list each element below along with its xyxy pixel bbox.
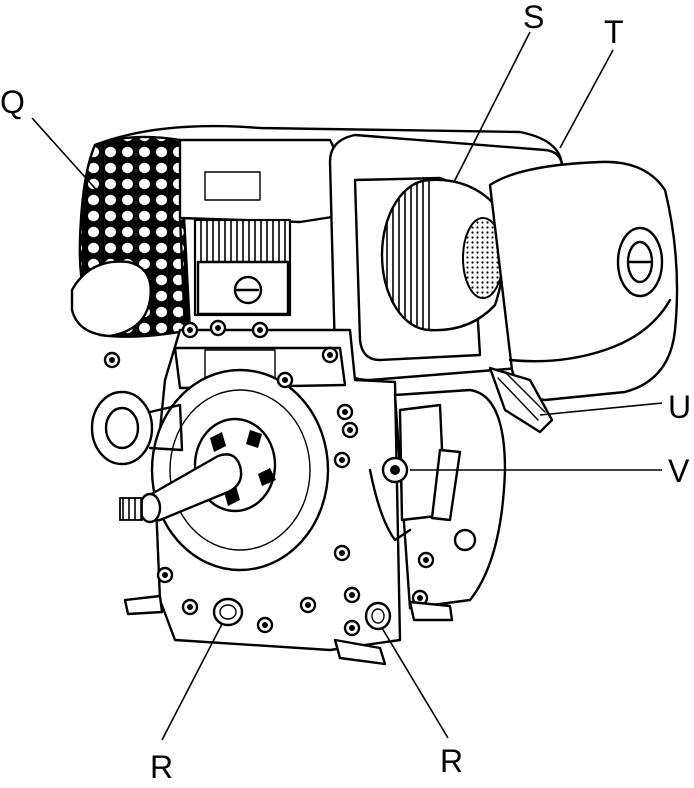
callout-r-left: R [150, 749, 173, 785]
leader-r1 [161, 623, 223, 741]
callout-t: T [604, 14, 624, 50]
callout-q: Q [0, 84, 25, 120]
leader-q [31, 117, 103, 197]
filter-cover [488, 160, 679, 402]
start-cup [70, 260, 152, 338]
callout-s: S [523, 0, 544, 35]
leader-s [453, 31, 531, 183]
leader-t [559, 49, 614, 149]
leader-r2 [381, 627, 449, 739]
callout-r-right: R [440, 743, 463, 779]
mounting-feet [123, 594, 454, 666]
pto-shaft [138, 453, 243, 524]
callout-v: V [668, 453, 690, 489]
leader-u [539, 402, 663, 416]
cylinder-block [193, 218, 292, 317]
drain-plugs [212, 597, 392, 631]
control-lever [488, 366, 554, 434]
leader-lines [31, 31, 663, 741]
bolts [103, 319, 435, 637]
aux-drive [90, 390, 184, 521]
callout-u: U [668, 389, 691, 425]
air-filter-element [380, 178, 505, 332]
